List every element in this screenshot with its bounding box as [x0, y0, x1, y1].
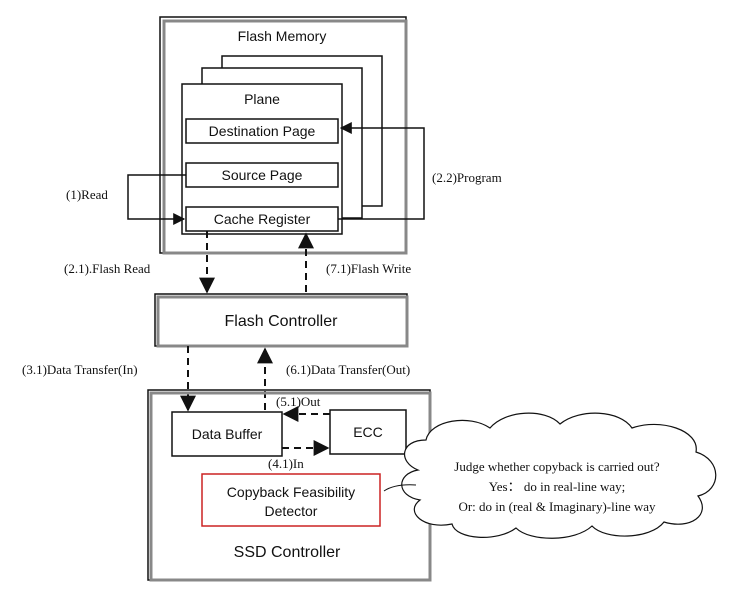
ecc-label: ECC: [353, 424, 383, 440]
cloud-line2: Yes： do in real-line way;: [489, 479, 626, 494]
read-label: (1)Read: [66, 187, 108, 202]
program-arrow: [338, 122, 425, 220]
cloud-line3: Or: do in (real & Imaginary)-line way: [458, 499, 656, 514]
program-label: (2.2)Program: [432, 170, 502, 185]
flash-read-label: (2.1).Flash Read: [64, 261, 151, 276]
cache-register-label: Cache Register: [214, 211, 311, 227]
data-buffer-label: Data Buffer: [192, 426, 263, 442]
cache-register: [185, 206, 339, 232]
plane-label: Plane: [244, 91, 280, 107]
ecc-box: [329, 409, 407, 455]
out-label: (5.1)Out: [276, 394, 321, 409]
destination-page-label: Destination Page: [209, 123, 316, 139]
read-arrow: [127, 174, 186, 225]
source-page-label: Source Page: [222, 167, 303, 183]
flash-write-label: (7.1)Flash Write: [326, 261, 411, 276]
flash-controller-label: Flash Controller: [225, 313, 339, 330]
destination-page: [185, 118, 339, 144]
transfer-in-label: (3.1)Data Transfer(In): [22, 362, 138, 377]
ssd-controller-label: SSD Controller: [234, 544, 341, 561]
detector-label-line1: Copyback Feasibility: [227, 484, 355, 500]
cloud-line1: Judge whether copyback is carried out?: [454, 459, 660, 474]
flash-memory-title: Flash Memory: [238, 28, 327, 44]
data-buffer-box: [171, 411, 283, 457]
in-label: (4.1)In: [268, 456, 304, 471]
copyback-detector-box: [201, 473, 381, 527]
transfer-out-label: (6.1)Data Transfer(Out): [286, 362, 410, 377]
decision-cloud: [383, 412, 717, 539]
flash-controller-box: [154, 293, 409, 348]
detector-label-line2: Detector: [265, 503, 318, 519]
